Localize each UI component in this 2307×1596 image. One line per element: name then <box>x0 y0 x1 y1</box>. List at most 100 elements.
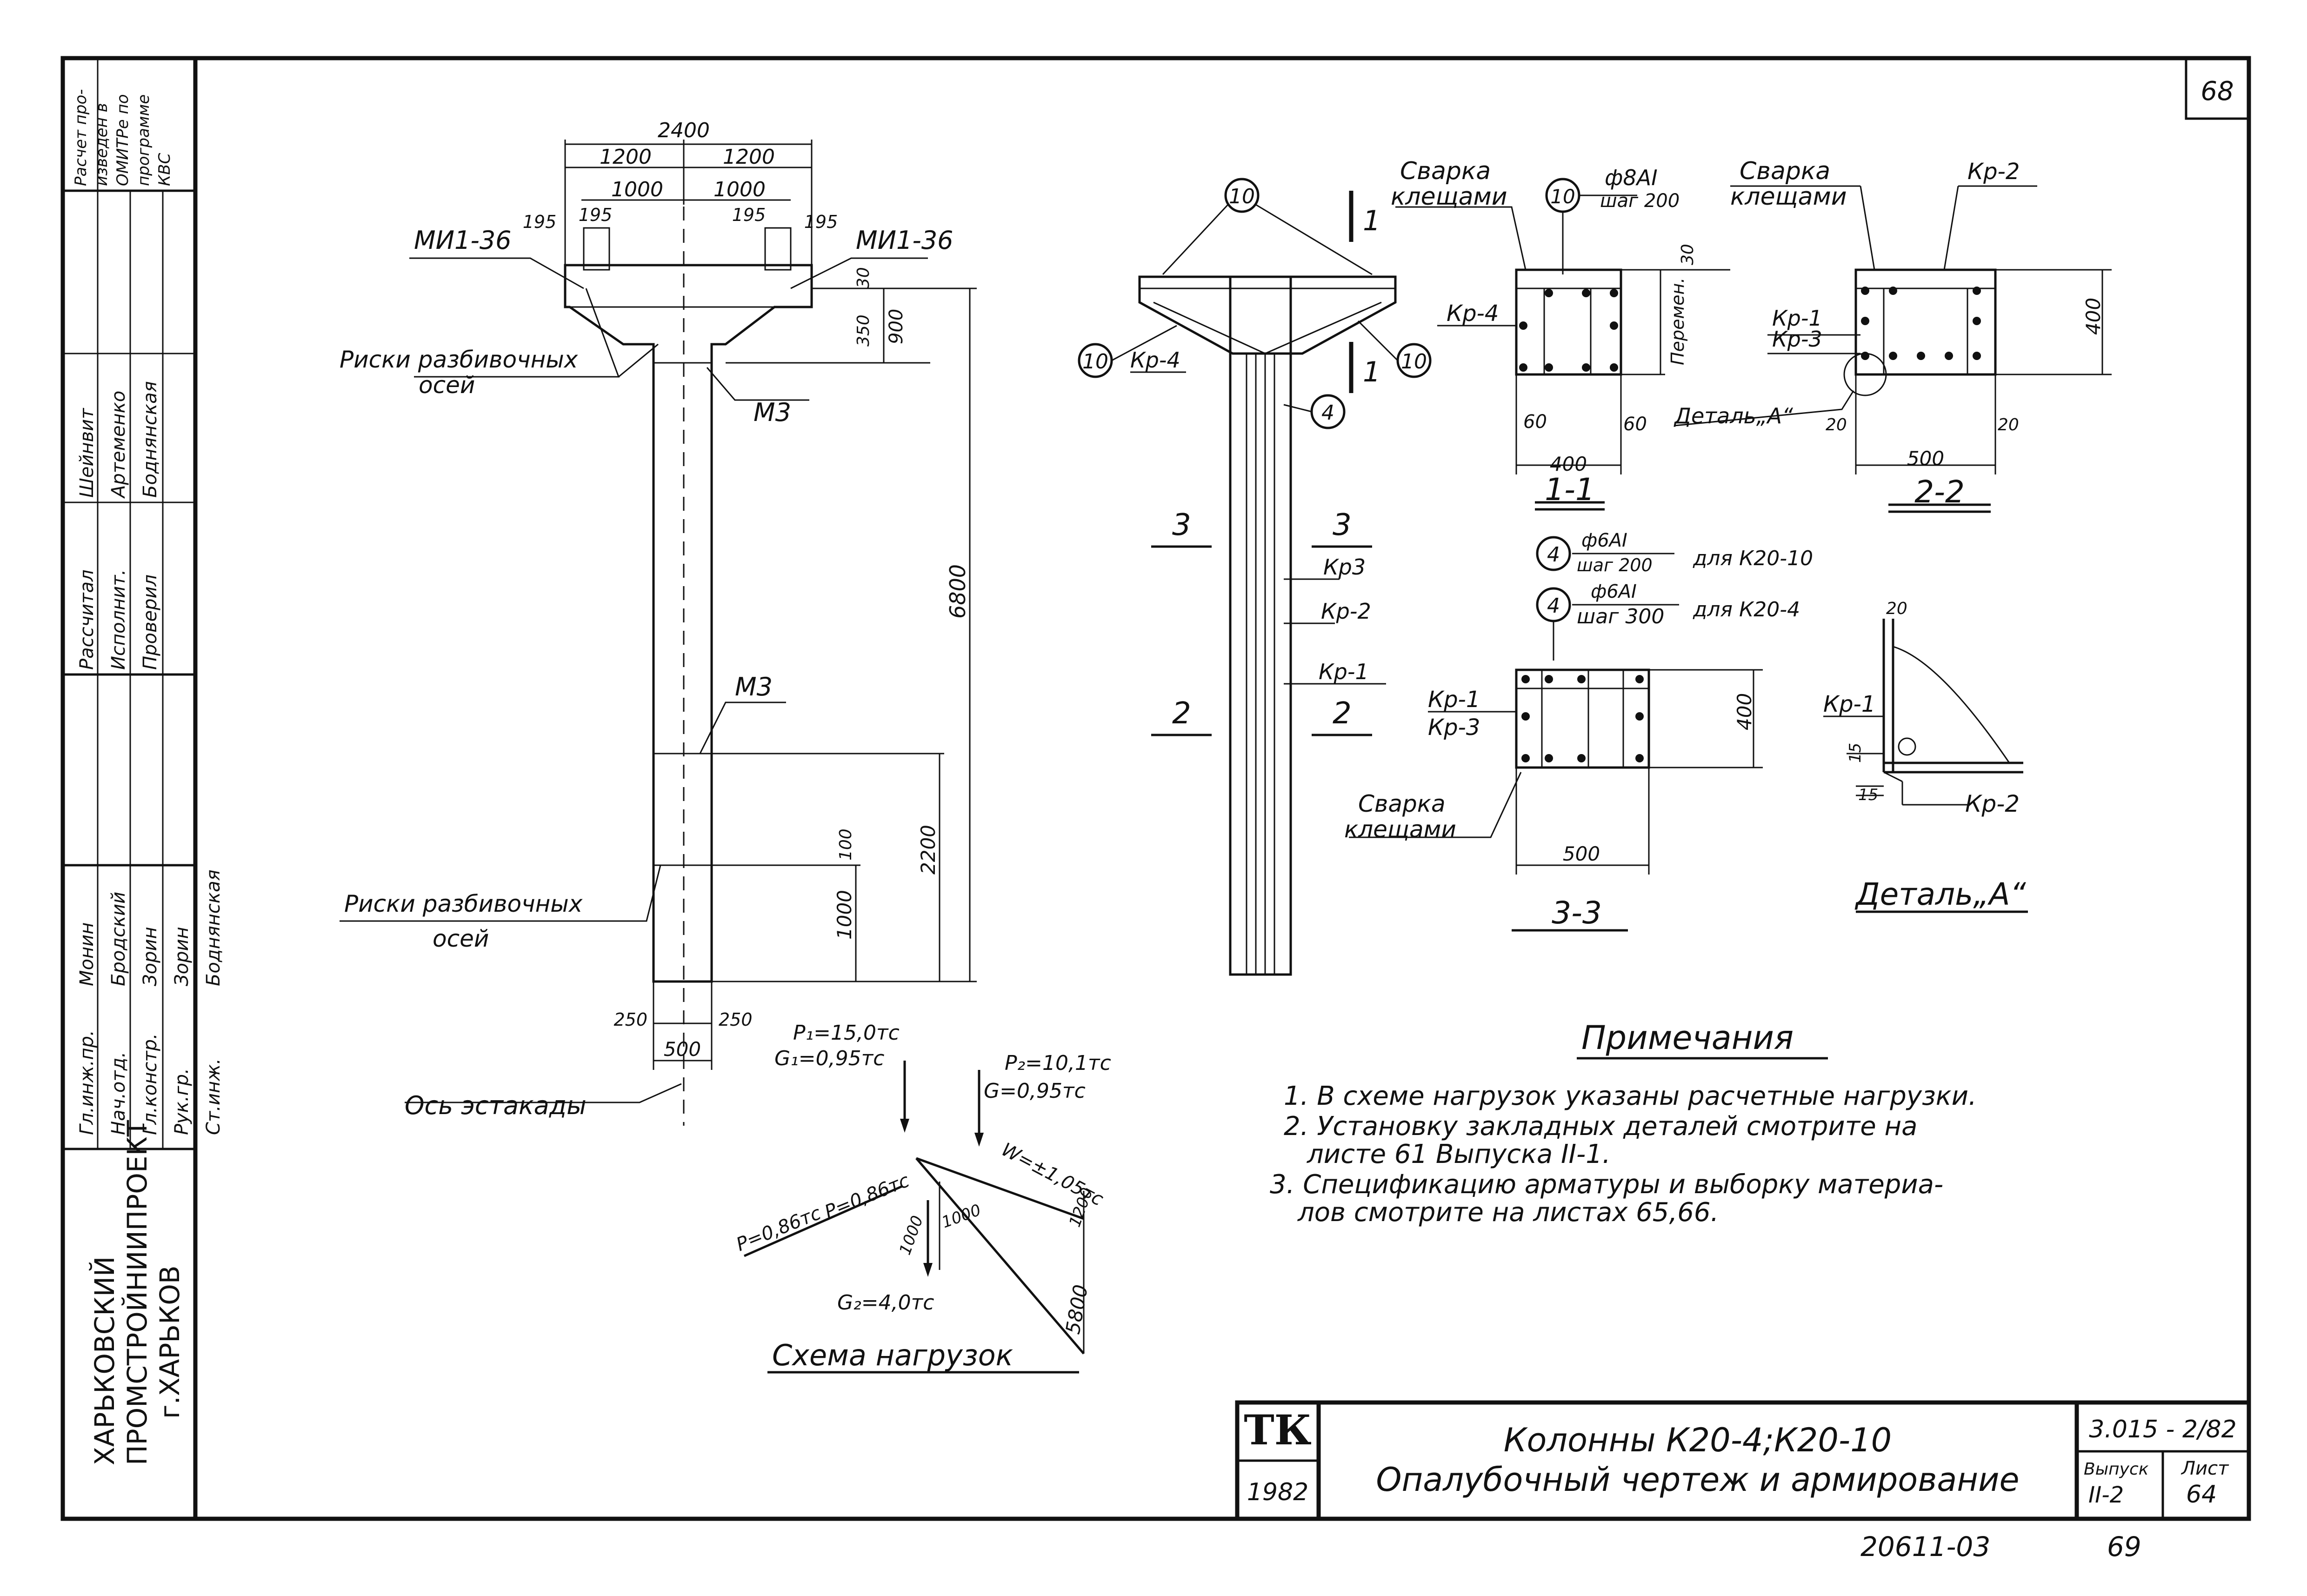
s22-weld-2: клещами <box>1730 183 1847 211</box>
dim-500-base: 500 <box>664 1038 701 1061</box>
da-title: Деталь„А“ <box>1854 876 2026 912</box>
role-list: Гл.инж.пр. Нач.отд. Гл.констр. Рук.гр. С… <box>76 1030 224 1135</box>
left-stamp <box>63 58 195 1150</box>
note-2: 2. Установку закладных деталей смотрите … <box>1284 1111 1917 1142</box>
stirrup-bar-1: ф6АI <box>1581 530 1627 551</box>
side-note-3: ОМИТРе по <box>113 94 132 186</box>
s11-step: шаг 200 <box>1600 190 1680 212</box>
stirrup-for-2: для К20-4 <box>1693 598 1800 621</box>
cut-1-bottom: 1 <box>1363 356 1380 388</box>
s33-kr1: Кр-1 <box>1428 687 1480 713</box>
embed-left-label: МИ1-36 <box>414 226 512 255</box>
section-2-2 <box>1674 185 2112 513</box>
tb-issue-label: Выпуск <box>2084 1460 2149 1479</box>
s33-dim-500: 500 <box>1563 842 1600 865</box>
da-dim-15b: 15 <box>1858 786 1878 804</box>
note-2-cont: листе 61 Выпуска II-1. <box>1307 1139 1611 1169</box>
embed-right-label: МИ1-36 <box>856 226 953 255</box>
load-scheme <box>743 1061 1085 1355</box>
notes-title: Примечания <box>1581 1019 1794 1057</box>
m3-top-label: М3 <box>753 398 791 427</box>
role-2: Нач.отд. <box>108 1052 129 1135</box>
section-1-1 <box>1395 178 1730 511</box>
section-1-1-labels: Сварка клещами 10 ф8АI шаг 200 Кр-4 Пере… <box>1391 157 1697 508</box>
dim-100: 100 <box>836 828 855 861</box>
cut-2-right: 2 <box>1333 696 1352 731</box>
role-1: Гл.инж.пр. <box>76 1030 98 1135</box>
load-p1: P₁=15,0тс <box>793 1021 900 1045</box>
stirrup-step-1: шаг 200 <box>1577 555 1653 575</box>
organization-block: ХАРЬКОВСКИЙ ПРОМСТРОЙНИИПРОЕКТ г.ХАРЬКОВ <box>88 1120 186 1465</box>
s11-variable: Перемен. <box>1667 278 1688 365</box>
s11-weld-2: клещами <box>1391 183 1507 211</box>
cut-1-top: 1 <box>1363 205 1380 237</box>
role-name-2: Бродский <box>108 892 129 986</box>
kr4-elev: Кр-4 <box>1130 347 1180 373</box>
cut-3-right: 3 <box>1333 508 1352 542</box>
detail-a-labels: 20 Кр-1 15 15 Кр-2 Деталь„А“ <box>1823 599 2026 912</box>
s22-dim-20b: 20 <box>1998 415 2019 434</box>
tb-year: 1982 <box>1247 1478 1308 1506</box>
title-block-labels: ТК 1982 Колонны К20-4;К20-10 Опалубочный… <box>1244 1406 2237 1509</box>
callout-10-right: 10 <box>1401 350 1427 374</box>
s33-dim-400: 400 <box>1733 693 1756 730</box>
load-g2: G₂=4,0тс <box>837 1291 934 1315</box>
tb-line-2: Опалубочный чертеж и армирование <box>1376 1461 2019 1499</box>
dim-195-a: 195 <box>523 212 557 232</box>
role-name-3: Зорин <box>140 927 161 986</box>
column-labels: 2400 1200 1200 1000 1000 195 195 195 195… <box>340 119 970 1120</box>
cut-3-left: 3 <box>1172 508 1191 542</box>
dim-inner-right: 1000 <box>713 178 766 201</box>
dim-5800: 5800 <box>1061 1283 1093 1336</box>
dim-1000: 1000 <box>833 890 856 940</box>
role-name-4: Зорин <box>171 927 193 986</box>
axis-of-trestle-label: Ось эстакады <box>405 1091 587 1120</box>
side-note-4: программе <box>134 94 153 186</box>
dim-inner-left: 1000 <box>611 178 663 201</box>
kr1-elev: Кр-1 <box>1319 659 1369 684</box>
callout-4-elev: 4 <box>1321 401 1334 425</box>
section-2-2-labels: Сварка клещами Кр-2 Кр-1 Кр-3 Деталь„А“ … <box>1674 157 2105 510</box>
s22-weld-1: Сварка <box>1740 157 1830 185</box>
title-block <box>1235 1400 2251 1521</box>
dim-half-right: 1200 <box>723 145 775 169</box>
dim-195-d: 195 <box>804 212 838 232</box>
side-note-1: Расчет про- <box>72 89 90 186</box>
side-note-2: изведен в <box>93 103 111 186</box>
role2-1: Рассчитал <box>76 569 98 670</box>
footer-page: 69 <box>2107 1531 2141 1563</box>
s22-kr1: Кр-1 <box>1772 306 1822 331</box>
note-1: 1. В схеме нагрузок указаны расчетные на… <box>1284 1081 1977 1111</box>
role-3: Гл.констр. <box>140 1033 161 1135</box>
s22-dim-500: 500 <box>1907 447 1944 470</box>
s11-dim-400: 400 <box>1550 453 1587 475</box>
axis-marks-top-1: Риски разбивочных <box>340 346 578 373</box>
kr2-elev: Кр-2 <box>1321 599 1371 624</box>
tb-code: 3.015 - 2/82 <box>2089 1416 2236 1443</box>
axis-marks-bottom-2: осей <box>433 925 489 952</box>
da-kr1: Кр-1 <box>1823 691 1875 717</box>
kr3-elev: Кр3 <box>1323 554 1366 580</box>
side-note-5: КВС <box>155 153 174 186</box>
dim-2200: 2200 <box>917 825 940 875</box>
side-note: Расчет про- изведен в ОМИТРе по программ… <box>72 89 174 186</box>
column-elevation <box>340 140 977 1126</box>
role2-list: Рассчитал Исполнит. Проверил <box>76 569 161 670</box>
s22-title: 2-2 <box>1914 474 1965 510</box>
detail-a <box>1823 619 2028 913</box>
reinforcement-elevation <box>1078 178 1432 976</box>
section-3-3 <box>1349 668 1763 932</box>
s11-dim-60a: 60 <box>1523 411 1547 433</box>
role-name-1: Монин <box>76 922 98 986</box>
stirrup-callout-2: 4 <box>1547 594 1560 618</box>
dim-195-b: 195 <box>579 205 613 225</box>
tb-sheet-label: Лист <box>2180 1458 2229 1479</box>
dim-195-c: 195 <box>732 205 766 225</box>
role2-name-3: Боднянская <box>140 381 161 498</box>
role-5: Ст.инж. <box>203 1058 224 1135</box>
da-kr2: Кр-2 <box>1965 790 2020 817</box>
s22-kr3: Кр-3 <box>1772 327 1822 352</box>
s22-dim-20a: 20 <box>1826 415 1847 434</box>
org-line-1: ХАРЬКОВСКИЙ <box>88 1256 120 1465</box>
